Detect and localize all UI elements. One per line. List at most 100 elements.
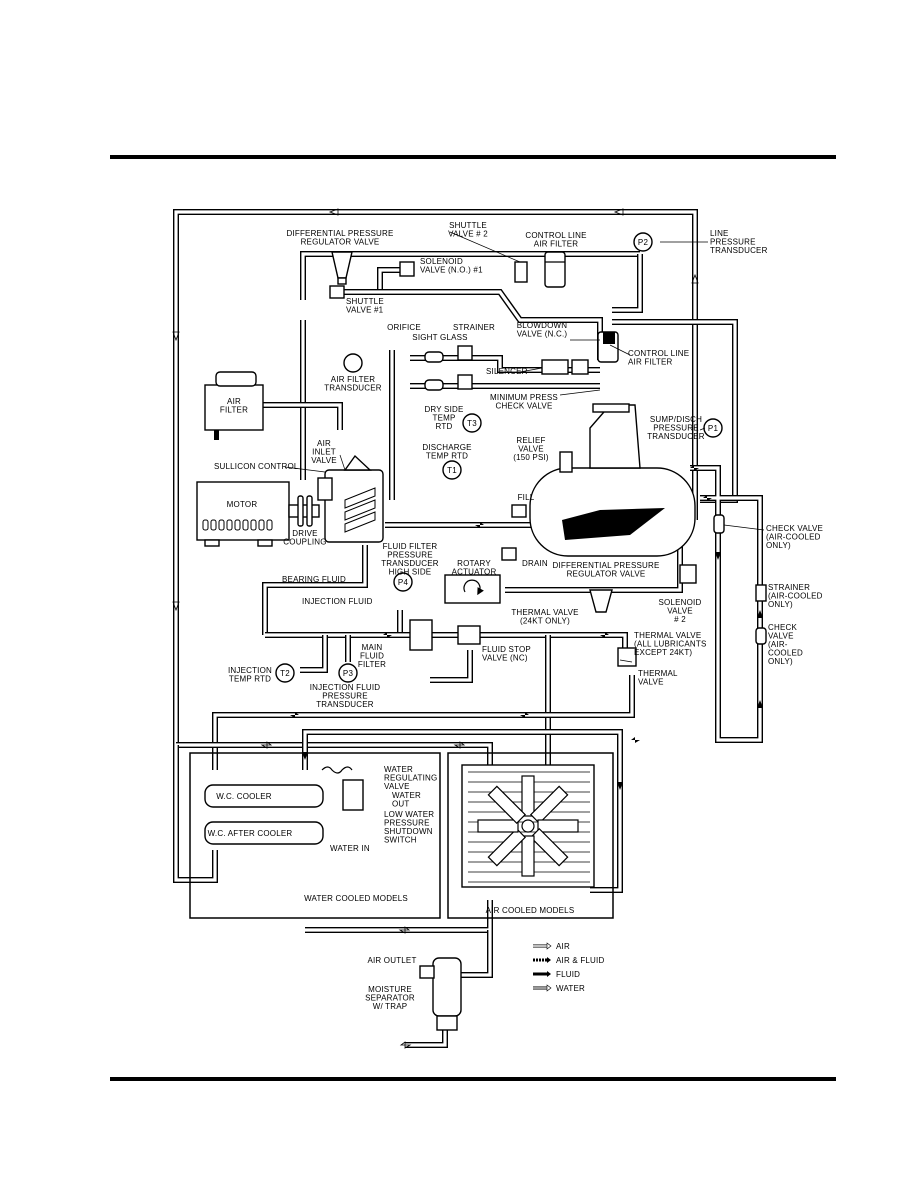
- shuttle-valve-2: [514, 261, 528, 283]
- transducers: [275, 232, 723, 683]
- label-wc-after-cooler: W.C. AFTER COOLER: [208, 829, 293, 838]
- diff-pressure-regulator-top: [331, 251, 353, 285]
- legend-label-water: WATER: [556, 984, 585, 993]
- fill-plug: [511, 504, 527, 518]
- label-t3: T3: [467, 419, 477, 428]
- label-air-outlet: AIR OUTLET: [367, 956, 416, 965]
- control-line-air-filter-top: [544, 251, 566, 288]
- legend-fluid-symbol: [533, 971, 551, 977]
- solenoid-valve-1: [399, 261, 415, 277]
- main-fluid-filter: [409, 619, 433, 651]
- motor: [196, 481, 290, 547]
- thermal-valve: [617, 647, 637, 667]
- label-orifice: ORIFICE: [387, 323, 421, 332]
- air-filter: [204, 371, 264, 440]
- label-p4: P4: [398, 578, 409, 587]
- label-motor: MOTOR: [227, 500, 258, 509]
- check-valve-right: [713, 514, 725, 534]
- bottom-rule: [110, 1077, 836, 1081]
- label-air-cooled-models: AIR COOLED MODELS: [486, 906, 575, 915]
- label-sullicon-control: SULLICON CONTROL: [214, 462, 299, 471]
- label-water-cooled-models: WATER COOLED MODELS: [304, 894, 408, 903]
- leader-lines: [284, 231, 765, 663]
- control-line-air-filter-right: [597, 331, 619, 363]
- air-cooled-section: [447, 752, 614, 919]
- label-bearing-fluid: BEARING FLUID: [282, 575, 346, 584]
- solenoid-valve-2: [679, 564, 697, 584]
- diff-pressure-regulator-bottom: [589, 589, 613, 613]
- label-p2: P2: [638, 238, 649, 247]
- silencer-blowdown: [541, 359, 589, 375]
- label-strainer: STRAINER: [453, 323, 495, 332]
- label-t1: T1: [447, 466, 457, 475]
- label-injection-fluid: INJECTION FLUID: [302, 597, 373, 606]
- legend: [533, 942, 552, 992]
- label-p1: P1: [708, 424, 719, 433]
- rotary-actuator: [444, 574, 501, 604]
- orifice-sightglass-strainer: [424, 345, 473, 391]
- water-cooled-section: [189, 752, 441, 919]
- label-sight-glass: SIGHT GLASS: [412, 333, 467, 342]
- check-valve-right-2: [755, 627, 767, 645]
- legend-air-fluid-symbol: [533, 957, 551, 963]
- relief-valve: [559, 451, 573, 473]
- piping: [173, 209, 763, 1048]
- shuttle-valve-1: [329, 285, 345, 299]
- sump-tank: [529, 403, 696, 557]
- top-rule: [110, 155, 836, 159]
- fluid-stop-valve: [457, 625, 481, 645]
- label-fill: FILL: [518, 493, 535, 502]
- legend-label-fluid: FLUID: [556, 970, 580, 979]
- label-p3: P3: [343, 669, 354, 678]
- label-drain: DRAIN: [522, 559, 548, 568]
- legend-label-air: AIR: [556, 942, 570, 951]
- label-t2: T2: [280, 669, 290, 678]
- strainer-right: [755, 584, 767, 602]
- drive-coupling: [288, 495, 320, 527]
- legend-air-symbol: [533, 942, 552, 950]
- label-wc-cooler: W.C. COOLER: [216, 792, 272, 801]
- compressor-airend: [317, 454, 384, 543]
- legend-label-air-fluid: AIR & FLUID: [556, 956, 604, 965]
- label-thermal-valve-24kt: THERMAL VALVE(24KT ONLY): [511, 608, 578, 626]
- drain-valve: [501, 547, 517, 561]
- label-water-in: WATER IN: [330, 844, 370, 853]
- moisture-separator: [419, 957, 462, 1031]
- legend-water-symbol: [533, 984, 552, 992]
